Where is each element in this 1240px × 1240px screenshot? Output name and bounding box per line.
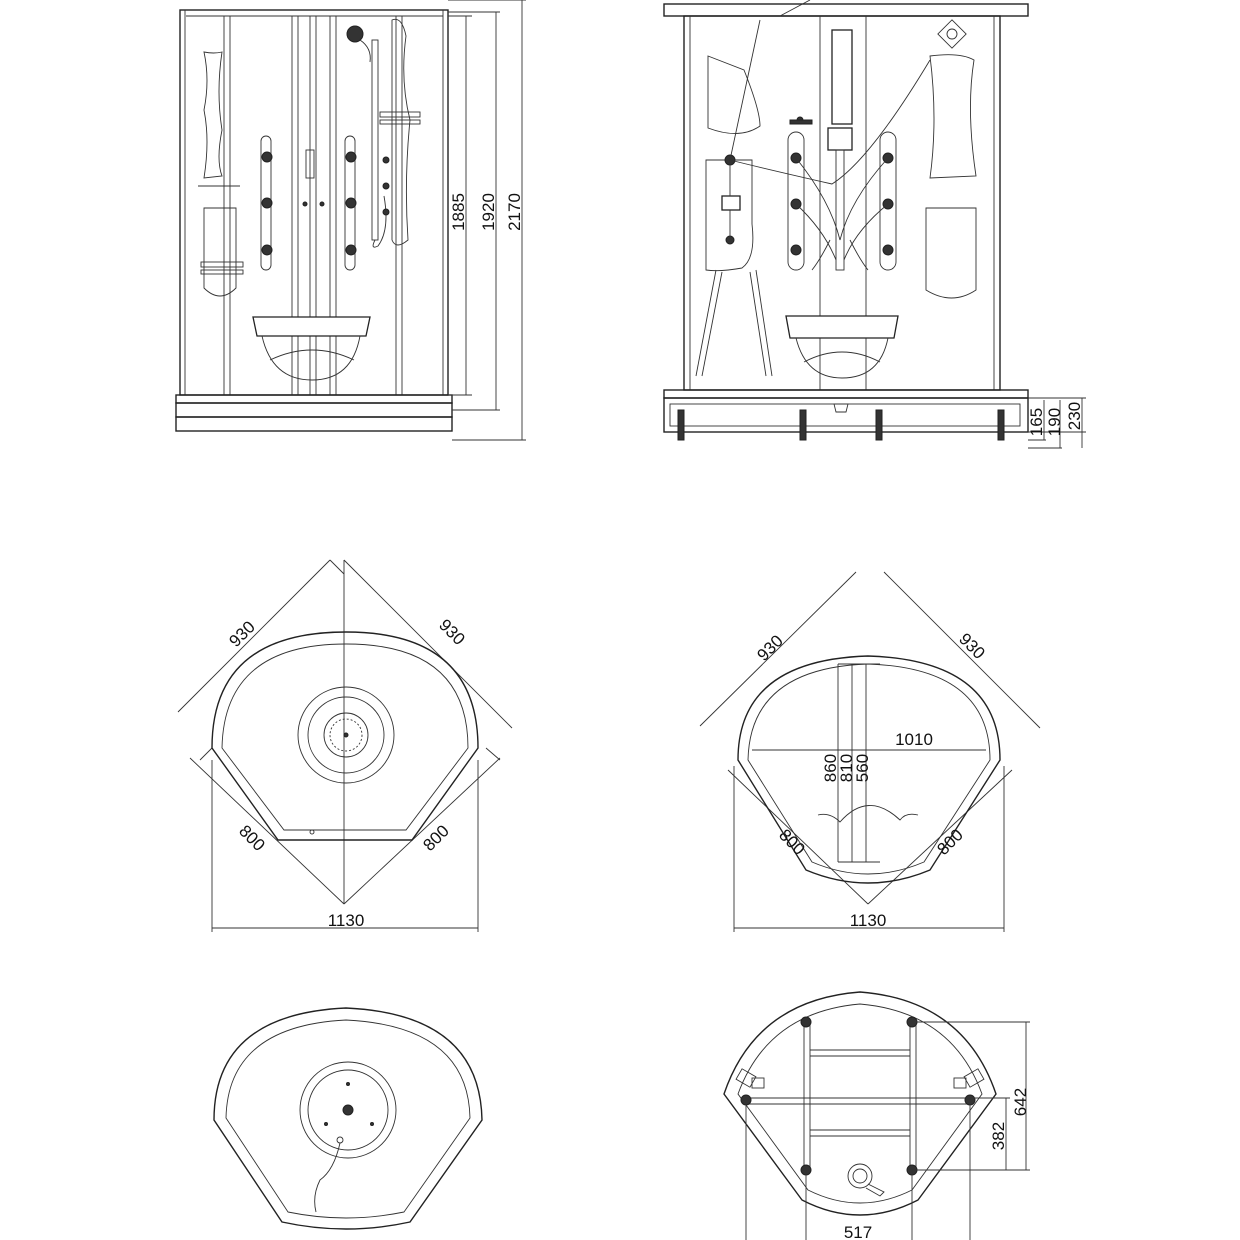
dim-side-right: 930 xyxy=(435,615,468,648)
dim-depth-860: 860 xyxy=(821,754,840,782)
dim-depth-382: 382 xyxy=(989,1122,1008,1150)
dim-depth-560: 560 xyxy=(853,754,872,782)
jet-icon xyxy=(261,244,273,256)
drain-outlet-icon xyxy=(847,1163,873,1189)
jet-icon xyxy=(790,244,802,256)
back-seat xyxy=(785,315,899,339)
control-unit xyxy=(831,29,853,125)
dim-width-517: 517 xyxy=(844,1223,872,1240)
plan-view-right: 930 930 1010 860 810 560 800 800 1130 xyxy=(699,571,1041,932)
jet-icon xyxy=(345,151,357,163)
back-right-shelf xyxy=(925,207,977,299)
tray-basin xyxy=(299,1061,397,1159)
dim-tray-left: 800 xyxy=(775,825,808,858)
dim-tray-left: 800 xyxy=(235,821,268,854)
dim-tray-right: 800 xyxy=(933,825,966,858)
jet-icon xyxy=(882,244,894,256)
dim-side-left: 930 xyxy=(225,617,258,650)
dim-tray-right: 800 xyxy=(419,821,452,854)
dim-inner-height: 1885 xyxy=(449,193,468,231)
tray-top-outline xyxy=(213,1007,483,1230)
dim-overall-width: 1130 xyxy=(328,911,365,930)
shower-panel xyxy=(391,18,411,246)
drain-icon xyxy=(323,712,369,758)
tray-bottom-outline xyxy=(723,991,997,1216)
seat xyxy=(252,316,371,337)
front-view: 1885 1920 2170 xyxy=(175,0,526,441)
plan-left-tray xyxy=(211,631,479,841)
back-leaf-panel xyxy=(707,55,761,134)
dim-tray-165: 165 xyxy=(1027,408,1046,436)
back-right-panel xyxy=(929,54,977,179)
dim-cabin-height: 1920 xyxy=(479,193,498,231)
dim-side-left: 930 xyxy=(753,631,786,664)
plan-right-tray xyxy=(737,655,1001,884)
tray-top-view xyxy=(213,1007,483,1230)
jet-icon xyxy=(261,151,273,163)
back-view: 165 190 230 xyxy=(663,0,1086,449)
dim-total-height: 2170 xyxy=(505,193,524,231)
dim-inner-width: 1010 xyxy=(895,730,933,749)
jet-icon xyxy=(261,197,273,209)
dim-side-right: 930 xyxy=(955,629,988,662)
dim-depth-642: 642 xyxy=(1011,1088,1030,1116)
shower-head-icon xyxy=(346,25,364,43)
dim-depth-810: 810 xyxy=(837,754,856,782)
dim-tray-230: 230 xyxy=(1065,402,1084,430)
drain-icon xyxy=(342,1104,354,1116)
tray-bottom-view: 642 382 517 xyxy=(723,991,1030,1240)
left-decor-panel xyxy=(203,51,223,179)
jet-icon xyxy=(345,197,357,209)
plan-view-left: 930 930 800 800 1130 xyxy=(177,559,513,932)
drain-ring xyxy=(297,686,395,784)
dim-overall-width: 1130 xyxy=(850,911,887,930)
left-shelf xyxy=(203,207,237,297)
jet-icon xyxy=(345,244,357,256)
dim-tray-190: 190 xyxy=(1045,408,1064,436)
